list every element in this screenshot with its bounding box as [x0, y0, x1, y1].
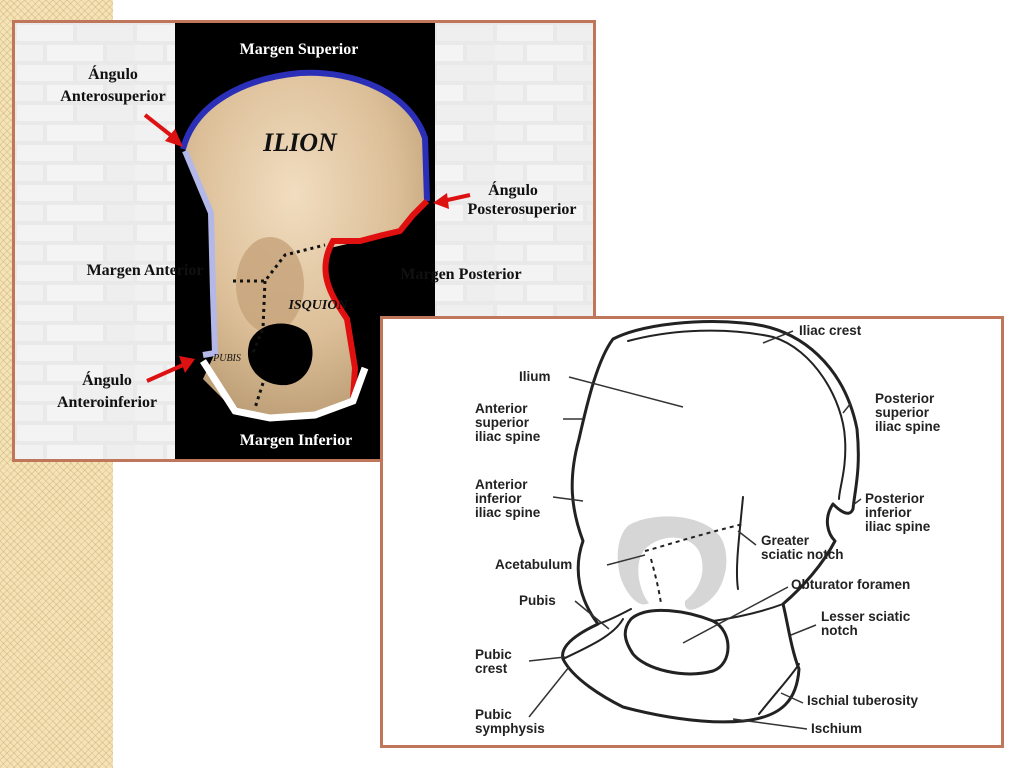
margen-inferior-line [200, 359, 369, 422]
label-anterior-superior-line2: superior [475, 415, 530, 430]
label-ilion: ILION [262, 128, 338, 157]
label-acetabulum: Acetabulum [495, 557, 572, 572]
label-posterior-superior-line3: iliac spine [875, 419, 941, 434]
label-angulo-anteroinferior-line2: Anteroinferior [57, 394, 157, 411]
obturator-foramen-outline [623, 608, 730, 676]
hip-bone-photo-panel: Margen Superior Ángulo Anterosuperior IL… [12, 20, 596, 462]
label-greater-sciatic-line1: Greater [761, 533, 810, 548]
arrow-anterosuperior [143, 113, 175, 139]
label-pubic-crest-line2: crest [475, 661, 508, 676]
arrow-posterosuperior-head [433, 193, 449, 209]
label-lesser-sciatic-line1: Lesser sciatic [821, 609, 911, 624]
label-ischial-tuberosity: Ischial tuberosity [807, 693, 919, 708]
margen-anterior-line [182, 149, 219, 358]
margen-superior-line [180, 69, 430, 202]
acetabulum-lunate-surface [617, 516, 727, 610]
label-angulo-posterosuperior-line2: Posterosuperior [467, 201, 576, 218]
ischium-inner-line [712, 496, 800, 715]
label-anterior-inferior-line1: Anterior [475, 477, 528, 492]
acetabulum-shading [236, 237, 304, 333]
label-greater-sciatic-line2: sciatic notch [761, 547, 844, 562]
label-margen-superior: Margen Superior [240, 41, 359, 58]
fusion-dotted-line [233, 243, 326, 409]
label-anterior-superior-line3: iliac spine [475, 429, 541, 444]
label-pubic-crest-line1: Pubic [475, 647, 512, 662]
label-pubis: PUBIS [212, 353, 241, 364]
label-angulo-anterosuperior-line1: Ángulo [88, 64, 138, 83]
margen-posterior-line [322, 198, 430, 399]
label-iliac-crest: Iliac crest [799, 323, 862, 338]
label-isquion: ISQUION [287, 298, 348, 313]
label-margen-posterior: Margen Posterior [400, 266, 521, 283]
label-margen-inferior: Margen Inferior [240, 432, 352, 449]
label-posterior-inferior-line1: Posterior [865, 491, 925, 506]
label-posterior-inferior-line3: iliac spine [865, 519, 931, 534]
label-ischium: Ischium [811, 721, 862, 736]
arrow-anteroinferior [146, 363, 184, 383]
label-anterior-inferior-line2: inferior [475, 491, 522, 506]
label-anterior-inferior-line3: iliac spine [475, 505, 541, 520]
label-angulo-anteroinferior-line1: Ángulo [82, 370, 132, 389]
label-angulo-posterosuperior-line1: Ángulo [488, 180, 538, 199]
leader-lines [528, 330, 862, 730]
bone-outline [561, 320, 860, 724]
label-ilium: Ilium [519, 369, 551, 384]
label-pubis: Pubis [519, 593, 556, 608]
label-posterior-superior-line1: Posterior [875, 391, 935, 406]
label-obturator-foramen: Obturator foramen [791, 577, 910, 592]
label-anterior-superior-line1: Anterior [475, 401, 528, 416]
red-arrows [143, 113, 471, 383]
label-posterior-superior-line2: superior [875, 405, 930, 420]
hip-bone-line-drawing: Iliac crest Ilium Posterior superior ili… [383, 319, 1001, 745]
label-lesser-sciatic-line2: notch [821, 623, 858, 638]
label-pubic-symphysis-line2: symphysis [475, 721, 545, 736]
label-posterior-inferior-line2: inferior [865, 505, 912, 520]
label-angulo-anterosuperior-line2: Anterosuperior [60, 88, 165, 105]
hip-bone-shape [185, 72, 427, 418]
arrow-anteroinferior-head [179, 356, 195, 373]
obturator-foramen-hole [247, 323, 313, 386]
hip-bone-line-drawing-panel: Iliac crest Ilium Posterior superior ili… [380, 316, 1004, 748]
acetabulum-dotted-line [644, 523, 744, 605]
label-pubic-symphysis-line1: Pubic [475, 707, 512, 722]
inner-crest-line [627, 329, 847, 500]
arrow-anterosuperior-head [165, 129, 183, 147]
label-margen-anterior: Margen Anterior [87, 262, 204, 279]
